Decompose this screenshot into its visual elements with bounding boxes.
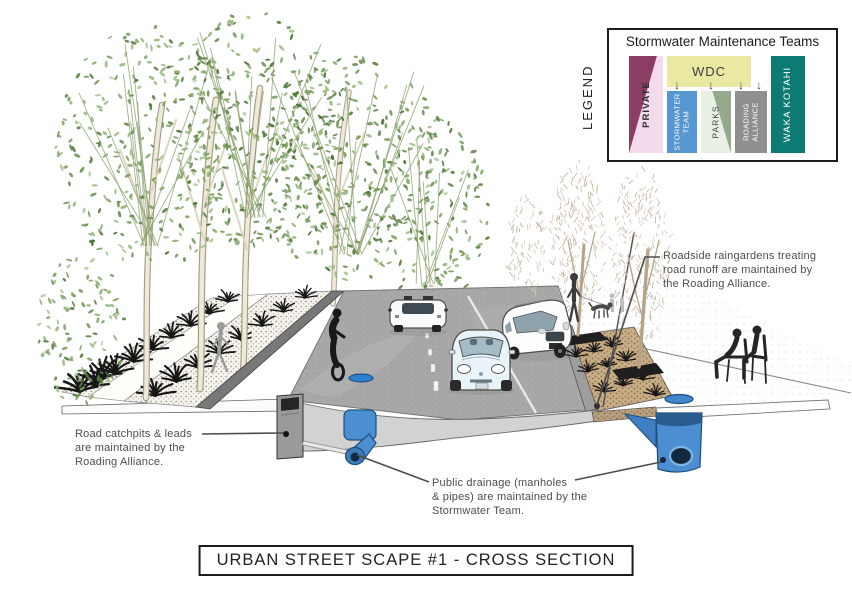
manhole-cover-road — [348, 373, 374, 383]
pedestrian-left — [210, 322, 229, 374]
car-compact — [447, 329, 516, 395]
leader-drainage-pipe — [356, 454, 430, 483]
arrow-down-icon: ↓ — [738, 78, 744, 92]
leader-catchpits — [201, 432, 284, 435]
bare-tree — [548, 159, 607, 317]
pedestrian-with-dog — [567, 273, 606, 323]
manhole-cover-footpath — [664, 393, 694, 405]
annotation-drainage: Public drainage (manholes & pipes) are m… — [432, 477, 588, 517]
manhole-and-pipe — [302, 409, 377, 466]
bare-tree — [505, 194, 548, 298]
arrow-down-icon: ↓ — [708, 78, 714, 92]
catchpit — [276, 393, 304, 460]
car-suv — [499, 299, 575, 361]
cross-section — [276, 393, 831, 473]
car-distant — [388, 296, 448, 336]
tree-foliage — [257, 55, 445, 281]
page-title: URBAN STREET SCAPE #1 - CROSS SECTION — [198, 545, 634, 576]
manhole-cylinder — [623, 393, 703, 473]
legend-box: Stormwater Maintenance Teams PRIVATE WDC… — [607, 28, 838, 162]
arrow-down-icon: ↓ — [674, 78, 680, 92]
plaza-far-edge — [632, 345, 852, 394]
legend-item-label: WDC — [691, 64, 727, 79]
legend-vertical-label: LEGEND — [580, 64, 595, 130]
legend-item-wdc: WDC — [667, 56, 751, 87]
seated-people — [714, 325, 768, 384]
dog — [588, 302, 613, 319]
legend-item-stormwater-team: STORMWATER TEAM — [667, 91, 697, 153]
leader-raingardens — [596, 256, 660, 406]
legend-item-private: PRIVATE — [629, 56, 663, 153]
bare-tree — [608, 166, 674, 341]
motorcyclist — [328, 308, 346, 382]
catchpit-lead — [302, 441, 348, 454]
legend-item-label: PARKS — [711, 105, 721, 139]
arrow-down-icon: ↓ — [756, 78, 762, 92]
legend-item-waka-kotahi: WAKA KOTAHI — [771, 56, 805, 153]
legend-title: Stormwater Maintenance Teams — [625, 34, 820, 49]
leader-lines — [201, 256, 662, 483]
annotation-raingardens: Roadside raingardens treating road runof… — [663, 250, 817, 290]
legend-item-label: PRIVATE — [640, 81, 652, 128]
legend-item-label: STORMWATER TEAM — [673, 93, 692, 151]
annotation-catchpits: Road catchpits & leads are maintained by… — [75, 428, 192, 468]
legend-item-label: WAKA KOTAHI — [782, 66, 794, 143]
shrub-foliage — [37, 256, 126, 406]
legend-item-roading-alliance: ROADING ALLIANCE — [735, 91, 767, 153]
legend-item-parks: PARKS — [701, 91, 731, 153]
tree-foliage — [54, 24, 239, 262]
legend-item-label: ROADING ALLIANCE — [742, 102, 760, 142]
leader-drainage-manhole — [574, 461, 662, 481]
tree-foliage — [366, 115, 490, 300]
